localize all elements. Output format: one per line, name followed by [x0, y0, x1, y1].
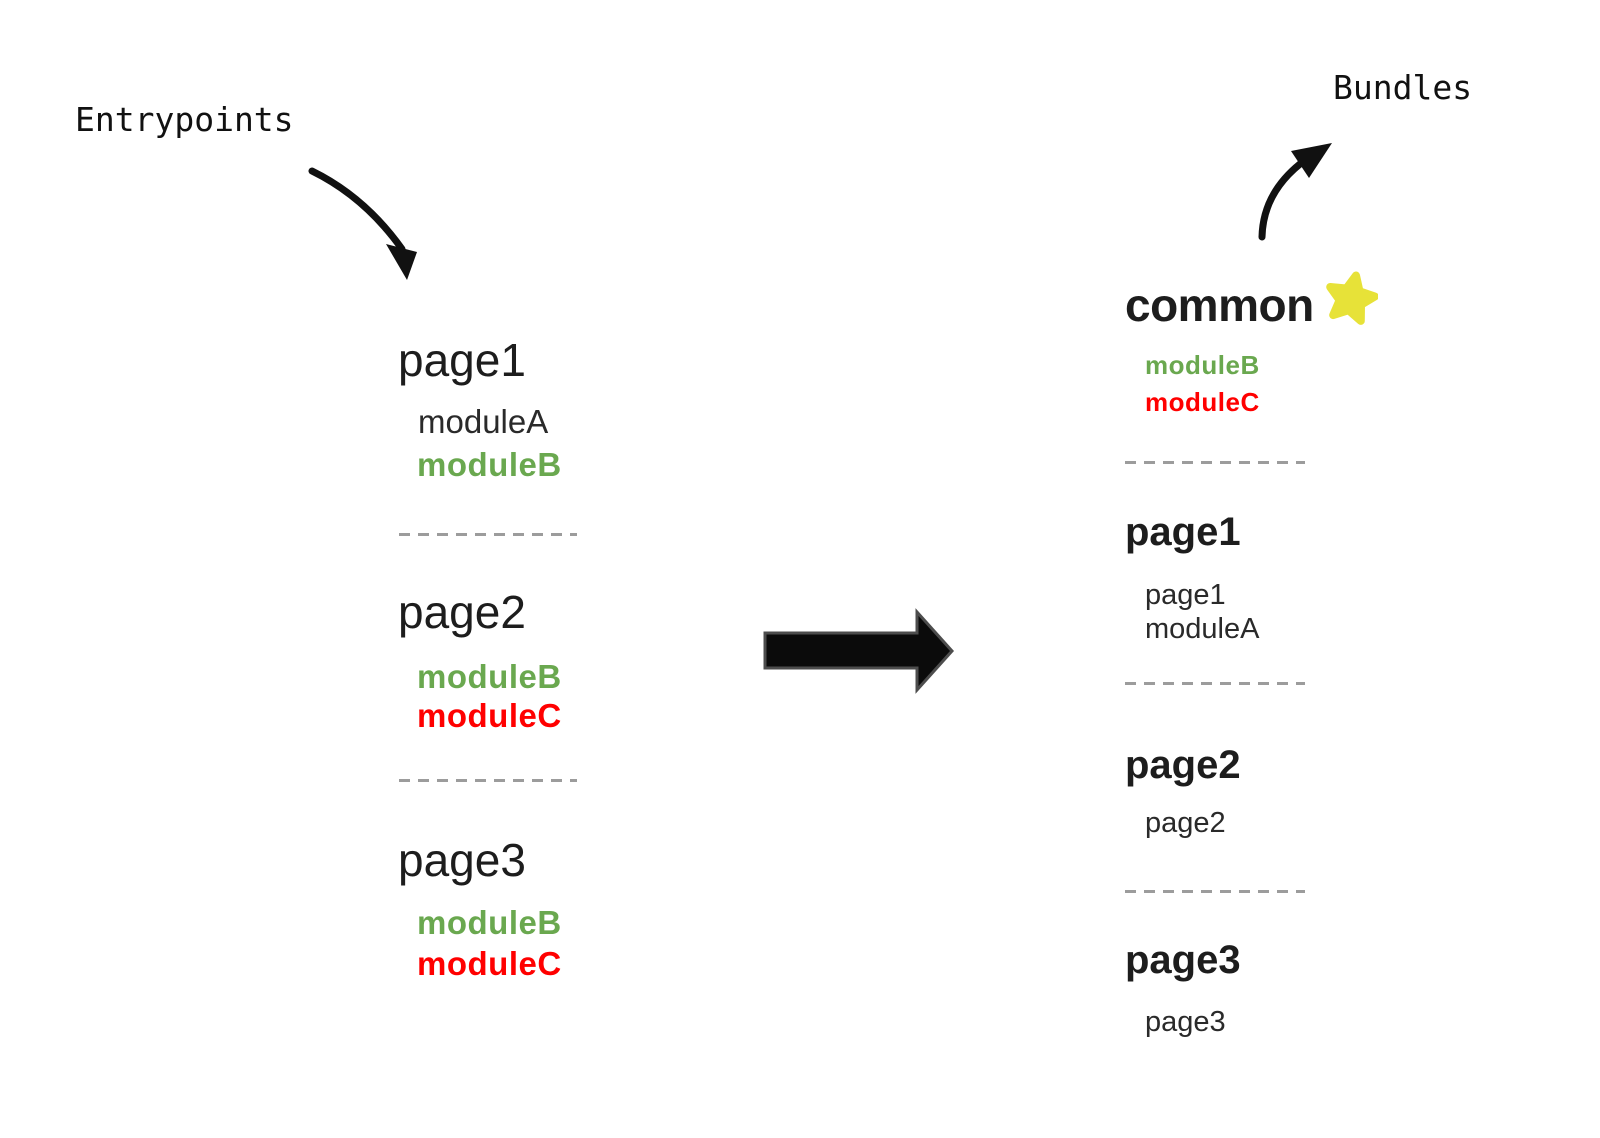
bundle-module: moduleB	[1145, 350, 1260, 380]
entry-group-title: page1	[398, 334, 526, 386]
bundle-group-title: page3	[1125, 938, 1241, 982]
entry-module: moduleA	[418, 403, 549, 440]
divider-dashed	[399, 533, 577, 536]
divider-dashed	[1125, 682, 1305, 685]
entry-module: moduleC	[417, 697, 562, 734]
curved-down-arrow-icon	[308, 167, 417, 280]
entrypoints-label: Entrypoints	[75, 100, 294, 139]
entry-module: moduleC	[417, 945, 562, 982]
bundle-module: moduleA	[1145, 613, 1260, 645]
curved-up-arrow-icon	[1258, 143, 1332, 241]
bundle-module: page3	[1145, 1006, 1226, 1038]
bundle-group-title: page2	[1125, 743, 1241, 787]
entry-group-title: page2	[398, 586, 526, 638]
divider-dashed	[1125, 461, 1305, 464]
entry-group-title: page3	[398, 834, 526, 886]
bundle-module: moduleC	[1145, 387, 1260, 417]
bundle-group-title: common	[1125, 279, 1314, 331]
bundle-group-title: page1	[1125, 510, 1241, 554]
entry-module: moduleB	[417, 904, 562, 941]
divider-dashed	[1125, 890, 1305, 893]
bundle-module: page1	[1145, 579, 1226, 611]
divider-dashed	[399, 779, 577, 782]
bundle-module: page2	[1145, 807, 1226, 839]
entry-module: moduleB	[417, 658, 562, 695]
star-icon	[1326, 271, 1378, 325]
right-arrow-icon	[763, 608, 955, 694]
entry-module: moduleB	[417, 446, 562, 483]
bundles-label: Bundles	[1333, 68, 1473, 107]
